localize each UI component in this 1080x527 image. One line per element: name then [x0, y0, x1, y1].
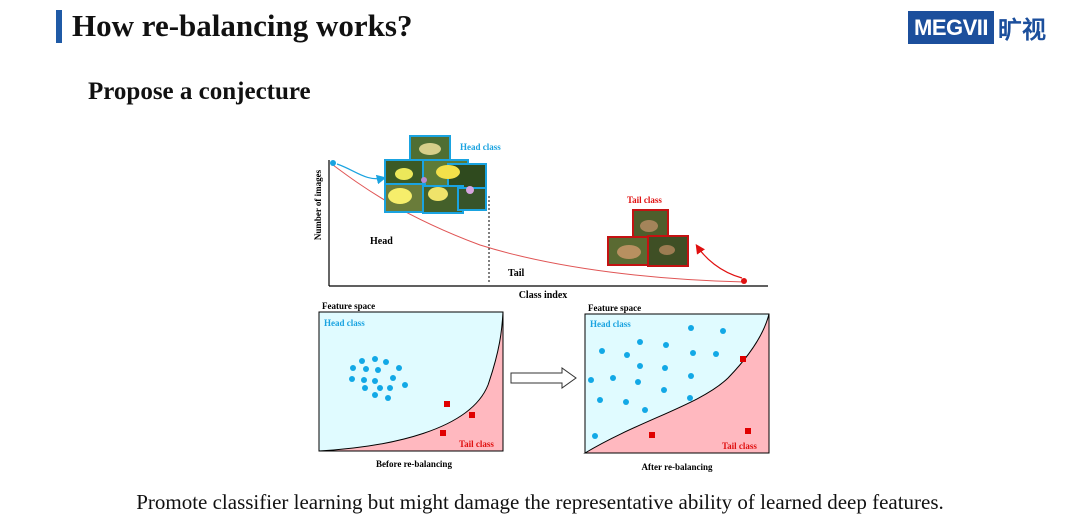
- long-tail-chart: Number of images Class index Head Tail H…: [313, 135, 768, 301]
- before-heading: Feature space: [322, 301, 375, 311]
- long-tail-curve: [332, 164, 746, 283]
- tail-class-label: Tail class: [627, 195, 662, 205]
- transition-arrow: [510, 367, 577, 389]
- before-head-samples: [349, 356, 408, 401]
- before-tail-samples: [440, 401, 475, 436]
- slide-caption: Promote classifier learning but might da…: [136, 490, 944, 514]
- curve-tail-point: [741, 278, 747, 284]
- head-class-image-collage: [384, 135, 487, 214]
- before-caption: Before re-balancing: [376, 459, 452, 469]
- y-axis-label: Number of images: [313, 169, 323, 240]
- title-accent-bar: [56, 10, 62, 43]
- feature-space-after: Feature space Head class Tail class Afte…: [583, 303, 770, 472]
- feature-space-before: Feature space Head class Tail class Befo…: [318, 301, 504, 469]
- x-axis-label: Class index: [519, 290, 568, 301]
- after-heading: Feature space: [588, 303, 641, 313]
- tail-region-label: Tail: [508, 268, 525, 279]
- after-tail-region: [583, 313, 770, 454]
- page-title: How re-balancing works?: [72, 8, 413, 43]
- after-tail-label: Tail class: [722, 441, 757, 451]
- after-caption: After re-balancing: [642, 462, 713, 472]
- curve-head-point: [330, 160, 336, 166]
- before-head-label: Head class: [324, 318, 365, 328]
- head-class-arrow: [336, 163, 387, 185]
- tail-class-image-collage: [607, 209, 689, 267]
- before-tail-label: Tail class: [459, 439, 494, 449]
- head-class-label: Head class: [460, 142, 501, 152]
- logo-brand: MEGVII: [908, 11, 995, 44]
- tail-class-arrow: [695, 244, 743, 279]
- before-tail-region: [318, 311, 504, 452]
- after-head-label: Head class: [590, 319, 631, 329]
- megvii-logo: MEGVII 旷视: [908, 11, 1046, 44]
- head-region-label: Head: [370, 236, 393, 247]
- after-tail-samples: [649, 356, 751, 438]
- logo-chinese: 旷视: [998, 16, 1047, 44]
- after-head-samples: [588, 325, 726, 439]
- section-subtitle: Propose a conjecture: [88, 78, 311, 105]
